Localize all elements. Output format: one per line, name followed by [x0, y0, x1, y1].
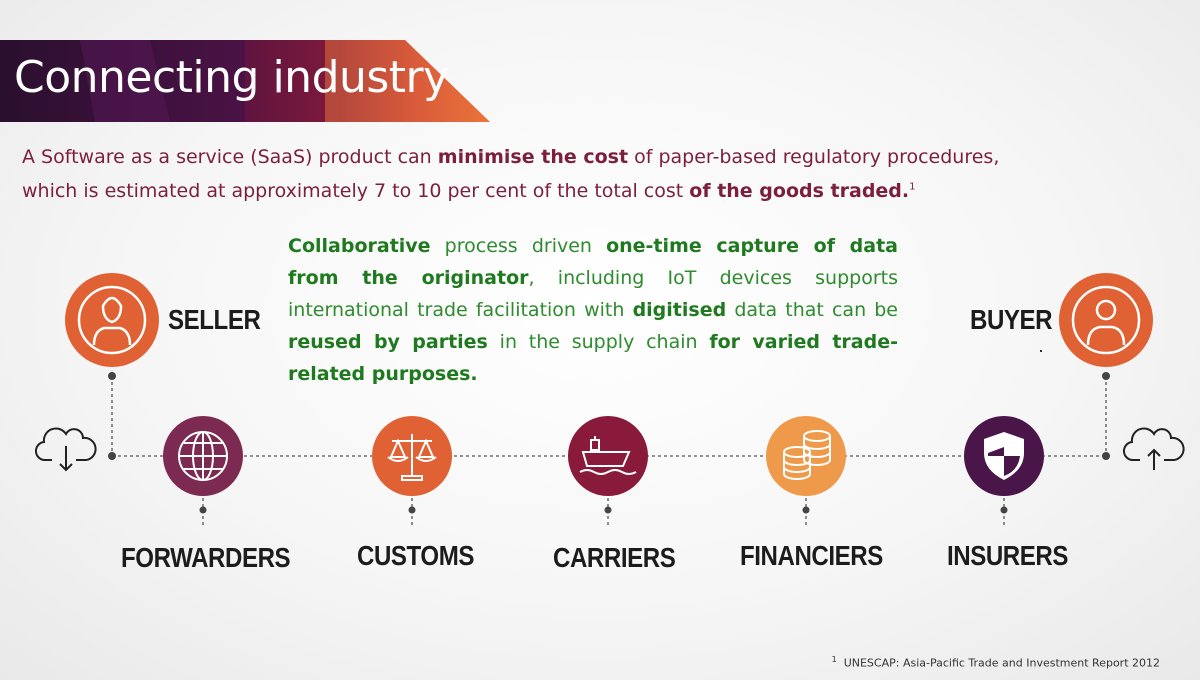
insurers-label: INSURERS	[947, 540, 1069, 571]
title-banner	[0, 40, 490, 122]
collab-emphasis: one-time capture of data from the origin…	[288, 235, 898, 289]
forwarders-label: FORWARDERS	[121, 542, 291, 573]
collaboration-description: Collaborative process driven one-time ca…	[288, 230, 898, 390]
stray-dot	[1040, 350, 1042, 352]
insurers-node	[964, 416, 1044, 496]
collab-emphasis: digitised	[632, 299, 727, 321]
forwarders-node	[163, 416, 243, 496]
connector-dot	[604, 506, 612, 514]
buyer-node	[1059, 273, 1153, 367]
intro-line-1: A Software as a service (SaaS) product c…	[22, 146, 1182, 168]
collab-text: data that can be	[726, 299, 898, 321]
globe-icon	[178, 431, 228, 481]
collab-text: process driven	[430, 235, 607, 257]
intro-text: of paper-based regulatory procedures,	[628, 146, 1000, 168]
customs-node	[372, 416, 452, 496]
connector-dot	[408, 506, 416, 514]
footnote-number: 1	[831, 655, 837, 664]
connector-dot	[108, 452, 116, 460]
carriers-label: CARRIERS	[553, 542, 676, 573]
collab-emphasis: reused by parties	[288, 331, 488, 353]
person-icon	[1071, 285, 1141, 355]
connector-dot	[108, 372, 116, 380]
connector-dot	[1102, 452, 1110, 460]
seller-label: SELLER	[168, 304, 261, 335]
financiers-label: FINANCIERS	[740, 540, 883, 571]
cloud-download-icon	[35, 427, 97, 472]
coins-icon	[783, 430, 831, 480]
scales-icon	[387, 434, 437, 481]
footnote-marker: 1	[909, 181, 916, 193]
carriers-node	[568, 416, 648, 496]
buyer-label: BUYER	[970, 304, 1053, 335]
person-icon	[77, 285, 147, 355]
footnote-text: UNESCAP: Asia-Pacific Trade and Investme…	[843, 656, 1160, 670]
collab-text: in the supply chain	[487, 331, 710, 353]
intro-text: which is estimated at approximately 7 to…	[22, 180, 690, 202]
intro-emphasis: minimise the cost	[437, 146, 629, 168]
intro-text: A Software as a service (SaaS) product c…	[22, 146, 438, 168]
ship-icon	[579, 436, 637, 475]
seller-node	[65, 273, 159, 367]
footnote: 1 UNESCAP: Asia-Pacific Trade and Invest…	[832, 655, 1160, 670]
collab-emphasis: for varied trade-related purposes.	[288, 331, 898, 385]
collab-emphasis: Collaborative	[288, 235, 431, 257]
connector-dot	[1102, 372, 1110, 380]
page-title: Connecting industry	[14, 52, 449, 103]
connector-dot	[1000, 506, 1008, 514]
cloud-upload-icon	[1123, 427, 1185, 470]
intro-line-2: which is estimated at approximately 7 to…	[22, 180, 1182, 202]
shield-icon	[984, 432, 1024, 480]
customs-label: CUSTOMS	[357, 540, 474, 571]
connector-dot	[199, 506, 207, 514]
collab-text: , including IoT devices supports interna…	[288, 267, 899, 321]
intro-emphasis: of the goods traded.	[689, 180, 910, 202]
connector-dot	[802, 506, 810, 514]
financiers-node	[766, 416, 846, 496]
